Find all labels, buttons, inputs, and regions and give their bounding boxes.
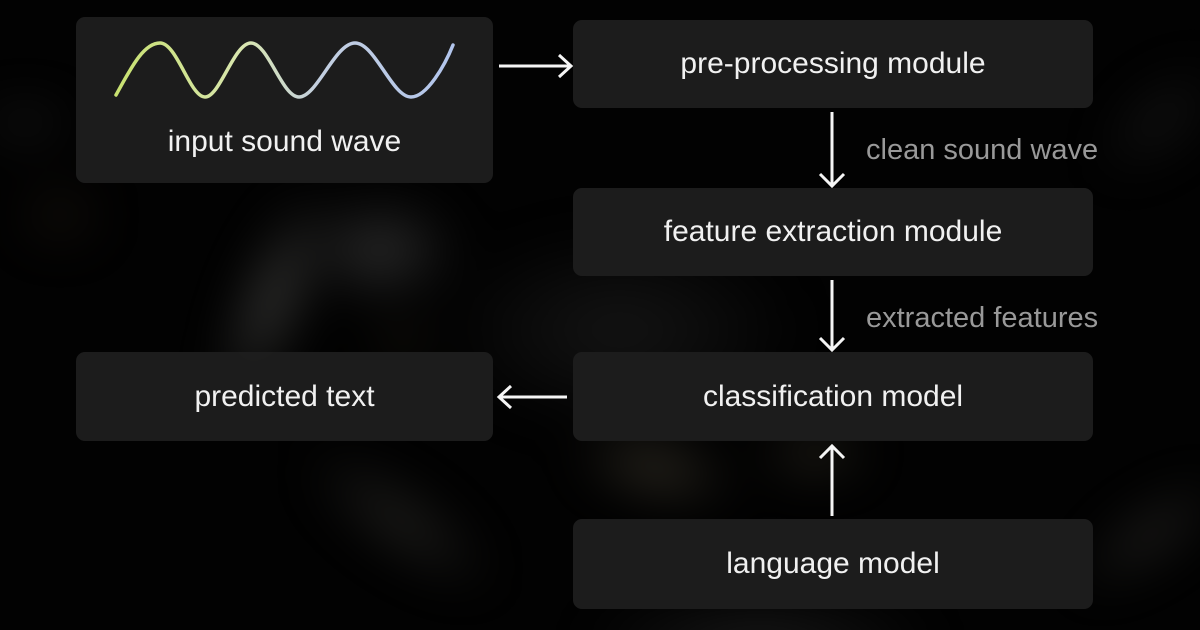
node-predicted-text: predicted text [76, 352, 493, 441]
node-label-classification-model: classification model [702, 379, 964, 413]
blur-blob [270, 180, 490, 320]
edge-label-clean-sound-wave: clean sound wave [866, 134, 1099, 166]
node-label-input-sound-wave: input sound wave [167, 125, 402, 158]
node-label-feature-extraction-module: feature extraction module [663, 215, 1003, 248]
node-label-predicted-text: predicted text [194, 379, 375, 413]
node-language-model: language model [573, 519, 1093, 609]
node-pre-processing-module: pre-processing module [573, 20, 1093, 108]
node-classification-model: classification model [573, 352, 1093, 441]
node-label-pre-processing-module: pre-processing module [680, 47, 986, 80]
edge-label-extracted-features: extracted features [866, 302, 1099, 334]
node-input-sound-wave: input sound wave [76, 17, 493, 183]
sound-wave-icon [114, 41, 455, 99]
node-label-language-model: language model [726, 547, 940, 580]
node-feature-extraction-module: feature extraction module [573, 188, 1093, 276]
blur-blob [0, 170, 125, 260]
